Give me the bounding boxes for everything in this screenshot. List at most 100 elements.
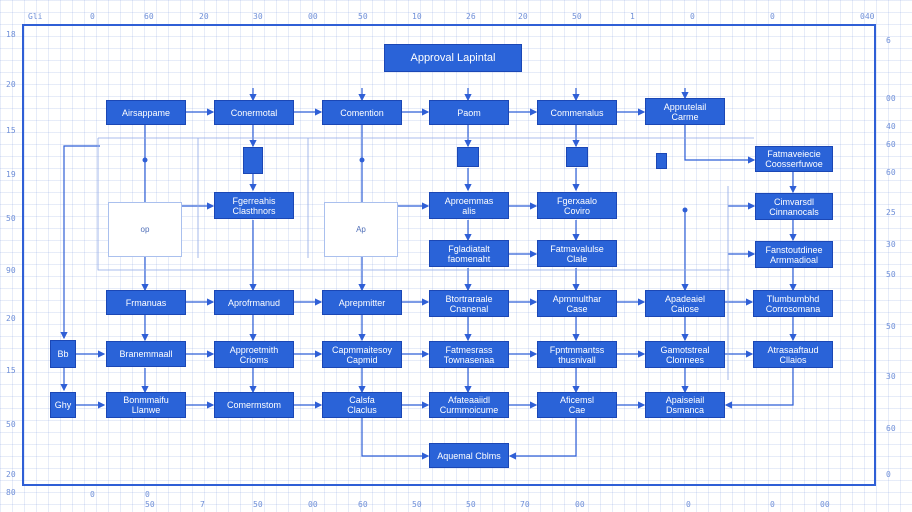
node-n4[interactable]: Paom: [429, 100, 509, 125]
ruler-tick: 15: [6, 126, 16, 135]
node-n31[interactable]: Bonmmaifu Llanwe: [106, 392, 186, 418]
ruler-tick: 18: [6, 30, 16, 39]
diagram-frame: [22, 24, 876, 486]
mini-box[interactable]: [457, 147, 479, 167]
ruler-tick: 60: [886, 140, 896, 149]
ruler-tick: 60: [886, 424, 896, 433]
ruler-tick: 50: [466, 500, 476, 509]
ruler-tick: 00: [820, 500, 830, 509]
node-n18[interactable]: Btortraraale Cnanenal: [429, 290, 509, 317]
node-n17[interactable]: Aprepmitter: [322, 290, 402, 315]
mini-box[interactable]: [656, 153, 667, 169]
ruler-tick: 60: [886, 168, 896, 177]
node-n30[interactable]: Ghy: [50, 392, 76, 418]
ruler-tick: 00: [886, 94, 896, 103]
ruler-tick: 0: [90, 490, 95, 499]
node-n16[interactable]: Aprofrmanud: [214, 290, 294, 315]
guide-line-mid: [97, 138, 730, 271]
ruler-tick: 50: [145, 500, 155, 509]
node-n9[interactable]: Aproemmas alis: [429, 192, 509, 219]
ruler-tick: 0: [145, 490, 150, 499]
ruler-tick: 0: [90, 12, 95, 21]
node-n28[interactable]: Gamotstreal Clonnees: [645, 341, 725, 368]
node-n33[interactable]: Calsfa Claclus: [322, 392, 402, 418]
node-n7[interactable]: Fatmaveiecie Coosserfuwoe: [755, 146, 833, 172]
node-n35[interactable]: Aficemsl Cae: [537, 392, 617, 418]
node-n19[interactable]: Apmmulthar Case: [537, 290, 617, 317]
ruler-tick: 50: [886, 322, 896, 331]
node-n25[interactable]: Capmmaitesoy Capmid: [322, 341, 402, 368]
node-n29[interactable]: Atrasaaftaud Cllaios: [753, 341, 833, 368]
node-n15[interactable]: Frmanuas: [106, 290, 186, 315]
node-n5[interactable]: Commenalus: [537, 100, 617, 125]
ruler-tick: 30: [886, 372, 896, 381]
mini-box[interactable]: [566, 147, 588, 167]
node-n20[interactable]: Apadeaiel Caiose: [645, 290, 725, 317]
node-n22[interactable]: Bb: [50, 340, 76, 368]
node-n12[interactable]: Fgladiatalt faomenaht: [429, 240, 509, 267]
node-n36[interactable]: Apaiseiail Dsmanca: [645, 392, 725, 418]
node-n1[interactable]: Airsappame: [106, 100, 186, 125]
node-n10[interactable]: Fgerxaalo Coviro: [537, 192, 617, 219]
conn-n29-n36: [724, 368, 794, 409]
ruler-tick: 60: [144, 12, 154, 21]
junction-dot: [359, 157, 365, 163]
ruler-tick: 50: [6, 420, 16, 429]
node-n11[interactable]: Cimvarsdl Cinnanocals: [755, 193, 833, 220]
conn-n35-n37: [508, 418, 577, 460]
ruler-tick: 20: [6, 314, 16, 323]
ruler-tick: 30: [886, 240, 896, 249]
node-n37[interactable]: Aquemal Cblms: [429, 443, 509, 468]
node-n34[interactable]: Afateaaiidl Curmmoicume: [429, 392, 509, 418]
ruler-tick: 30: [253, 12, 263, 21]
ruler-tick: 6: [886, 36, 891, 45]
ruler-tick: 7: [200, 500, 205, 509]
ruler-tick: 26: [466, 12, 476, 21]
node-n13[interactable]: Fatmavalulse Clale: [537, 240, 617, 267]
ruler-tick: 040: [860, 12, 875, 21]
ruler-tick: 50: [886, 270, 896, 279]
node-n26[interactable]: Fatmesrass Townasenaa: [429, 341, 509, 368]
ghost-box-2: Ap: [324, 202, 398, 257]
ruler-tick: 1: [630, 12, 635, 21]
ruler-tick: 0: [686, 500, 691, 509]
ruler-tick: Gli: [28, 12, 43, 21]
ruler-tick: 70: [520, 500, 530, 509]
ruler-tick: 50: [253, 500, 263, 509]
node-n8[interactable]: Fgerreahis Clasthnors: [214, 192, 294, 219]
ruler-tick: 0: [690, 12, 695, 21]
node-n21[interactable]: Tlumbumbhd Corrosomana: [753, 290, 833, 317]
ruler-tick: 20: [6, 80, 16, 89]
junction-dot: [142, 157, 148, 163]
node-n14[interactable]: Fanstoutdinee Armmadioal: [755, 241, 833, 268]
node-n6[interactable]: Apprutelail Carme: [645, 98, 725, 125]
conn-n33-n37: [361, 418, 430, 460]
ruler-tick: 40: [886, 122, 896, 131]
conn-loop-n22: [60, 145, 100, 340]
ruler-tick: 19: [6, 170, 16, 179]
ruler-tick: 00: [308, 500, 318, 509]
node-n24[interactable]: Approetmith Crioms: [214, 341, 294, 368]
ruler-tick: 60: [358, 500, 368, 509]
ruler-tick: 00: [575, 500, 585, 509]
ghost-box-1: op: [108, 202, 182, 257]
node-n23[interactable]: Branemmaall: [106, 341, 186, 367]
mini-box[interactable]: [243, 147, 263, 174]
node-n32[interactable]: Comermstom: [214, 392, 294, 418]
ruler-tick: 90: [6, 266, 16, 275]
ruler-tick: 0: [770, 12, 775, 21]
ruler-tick: 50: [6, 214, 16, 223]
node-n3[interactable]: Comention: [322, 100, 402, 125]
node-n27[interactable]: Fpntmmantss thusnivall: [537, 341, 617, 368]
junction-dot: [682, 207, 688, 213]
ruler-tick: 50: [412, 500, 422, 509]
ruler-tick: 50: [572, 12, 582, 21]
ruler-tick: 25: [886, 208, 896, 217]
ruler-tick: 20: [518, 12, 528, 21]
ruler-tick: 20: [6, 470, 16, 479]
diagram-title: Approval Lapintal: [384, 44, 522, 72]
ruler-tick: 20: [199, 12, 209, 21]
node-n2[interactable]: Conermotal: [214, 100, 294, 125]
conn-n6-n7: [684, 124, 756, 164]
